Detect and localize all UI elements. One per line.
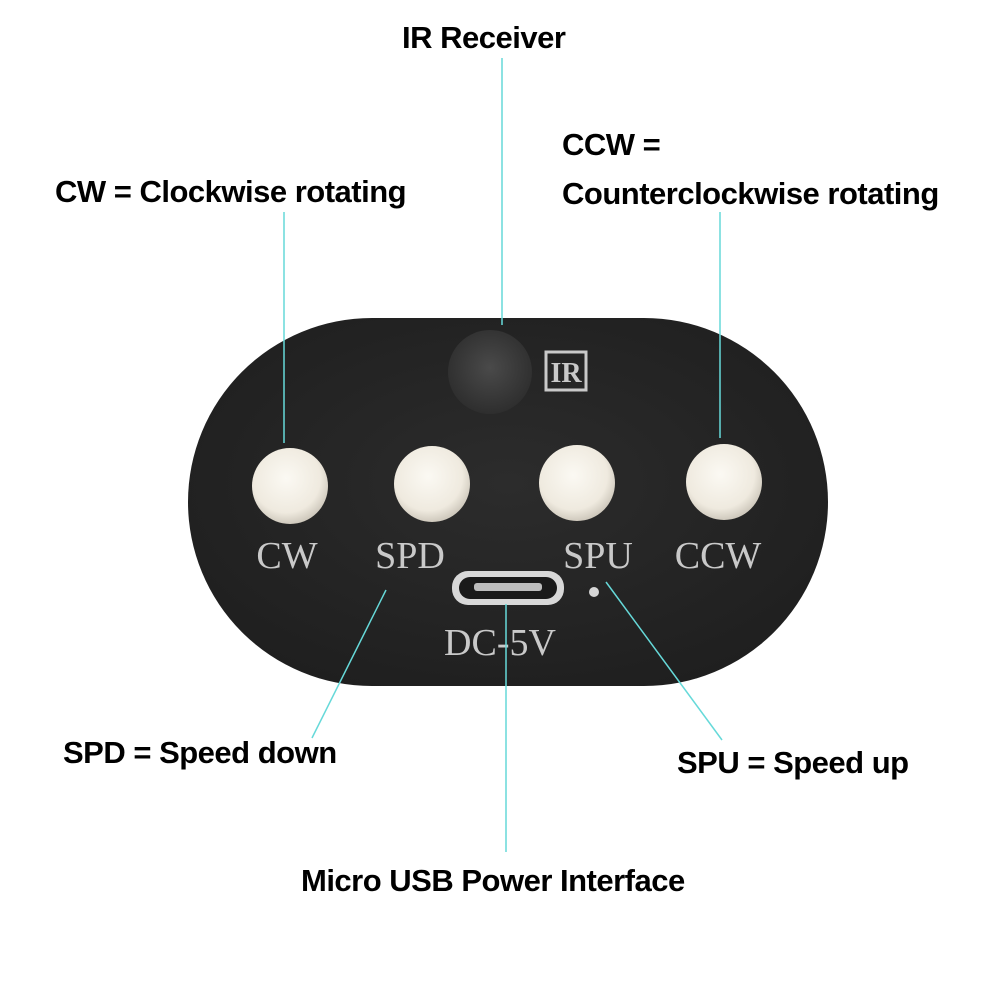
status-led-icon [589,587,599,597]
ccw-callout-line1: CCW = [562,127,661,162]
leader-line-spu [605,581,723,741]
ir-receiver-callout: IR Receiver [402,20,566,55]
power-silk-label: DC-5V [444,622,556,664]
usb-callout: Micro USB Power Interface [301,863,685,898]
ccw-silk-label: CCW [675,535,762,577]
spu-button[interactable] [539,445,615,521]
ccw-callout-line2: Counterclockwise rotating [562,176,939,211]
cw-button[interactable] [252,448,328,524]
spu-silk-label: SPU [563,535,633,577]
ir-mark-text: IR [550,358,582,389]
ir-receiver-sensor [448,330,532,414]
spd-button[interactable] [394,446,470,522]
cw-silk-label: CW [256,535,317,577]
control-board [188,318,828,686]
leader-line-spd [311,589,387,739]
ir-logo-icon: IR [544,350,588,392]
cw-callout: CW = Clockwise rotating [55,174,407,209]
spd-callout: SPD = Speed down [63,735,337,770]
spu-callout: SPU = Speed up [677,745,909,780]
spd-silk-label: SPD [375,535,445,577]
ccw-button[interactable] [686,444,762,520]
micro-usb-port[interactable] [452,571,564,605]
